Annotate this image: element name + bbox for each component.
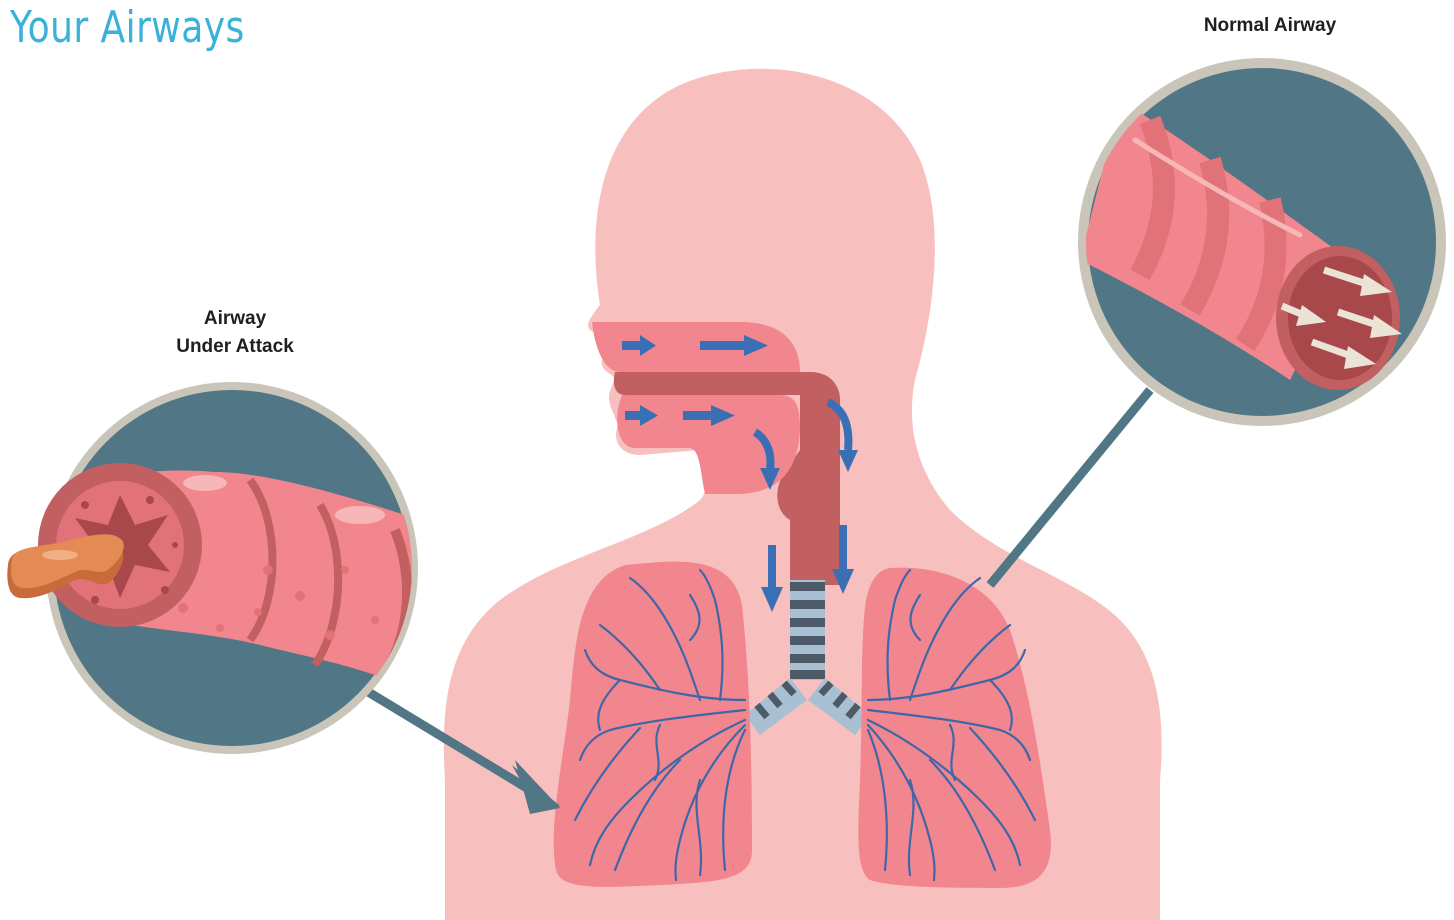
page-title: Your Airways bbox=[10, 2, 245, 53]
attack-magnifier bbox=[7, 382, 430, 754]
airway-under-attack-label: Airway Under Attack bbox=[150, 305, 320, 361]
attack-label-line2: Under Attack bbox=[150, 333, 320, 361]
pointer-normal bbox=[990, 390, 1150, 585]
normal-magnifier bbox=[1078, 58, 1446, 426]
normal-airway-label-text: Normal Airway bbox=[1204, 15, 1336, 36]
normal-airway-label: Normal Airway bbox=[1180, 12, 1360, 40]
attack-label-line1: Airway bbox=[150, 305, 320, 333]
